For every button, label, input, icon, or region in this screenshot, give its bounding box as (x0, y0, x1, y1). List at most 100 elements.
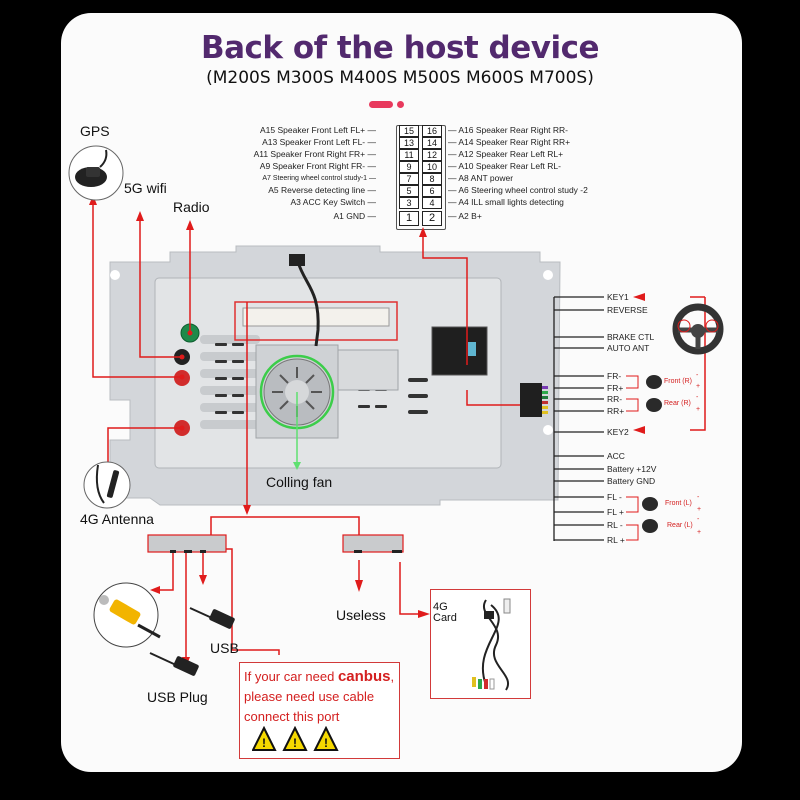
svg-text:!: ! (324, 736, 328, 750)
pin-number: 4 (422, 197, 442, 209)
heat-sink-left (200, 335, 260, 429)
gps-antenna-icon (68, 145, 124, 201)
polarity-minus: - (696, 372, 699, 379)
wire-battery-gnd: Battery GND (607, 476, 656, 486)
pin-label: A5 Reverse detecting line — (268, 185, 376, 195)
warning-icons: ! ! ! (252, 726, 339, 751)
canbus-prefix: If your car need (244, 669, 338, 684)
speaker-front-l-label: Front (L) (665, 500, 692, 507)
canbus-note-line3: connect this port (244, 709, 340, 724)
pin-number: 3 (399, 197, 419, 209)
pin-label: — A2 B+ (448, 211, 482, 221)
pin-label: — A12 Speaker Rear Left RL+ (448, 149, 564, 159)
iso-socket (431, 326, 488, 376)
antenna-cable (296, 261, 320, 347)
speaker-front-r-label: Front (R) (664, 378, 692, 385)
steering-wheel-icon (672, 303, 724, 355)
pin-number: 9 (399, 161, 419, 173)
mount-hole (543, 425, 553, 435)
radio-label: Radio (173, 199, 210, 215)
bottom-connector-right (342, 534, 404, 553)
svg-text:!: ! (262, 736, 266, 750)
decorative-dot (397, 101, 404, 108)
wire-rr-minus: RR- (607, 394, 623, 404)
pin-number: 2 (422, 211, 442, 226)
decorative-pill (369, 101, 393, 108)
warning-icon: ! (313, 726, 339, 751)
pin-number: 1 (399, 211, 419, 226)
wire-key1: KEY1 (607, 292, 629, 302)
rca-cable-icon (93, 582, 161, 648)
pin-label: A7 Steering wheel control study-1 — (262, 175, 376, 182)
usb-label: USB (210, 640, 239, 656)
polarity-plus: + (697, 529, 702, 536)
pin-label: A9 Speaker Front Right FR- — (259, 161, 376, 171)
4g-card-label-line2: Card (433, 612, 457, 624)
heat-sink-right (337, 349, 399, 391)
wire-fr-minus: FR- (607, 371, 622, 381)
pin-label: A13 Speaker Front Left FL- — (262, 137, 376, 147)
pin-label: — A10 Speaker Rear Left RL- (448, 161, 561, 171)
4g-cable-bundle-icon (472, 598, 511, 691)
mount-hole (110, 270, 120, 280)
canbus-note-text: If your car need canbus, please need use… (244, 667, 394, 727)
wire-rr-plus: RR+ (607, 406, 625, 416)
pin-number: 6 (422, 185, 442, 197)
polarity-minus: - (697, 494, 700, 501)
4g-card-box: 4G Card (430, 589, 531, 699)
polarity-plus: + (697, 506, 702, 513)
4g-card-label-line1: 4G (433, 601, 448, 613)
pin-number: 5 (399, 185, 419, 197)
canbus-keyword: canbus (337, 668, 391, 685)
speaker-icons (642, 375, 662, 533)
wire-battery-12v: Battery +12V (607, 464, 657, 474)
wire-key2: KEY2 (607, 427, 629, 437)
harness-plug (520, 383, 542, 417)
canbus-note-line2: please need use cable (244, 689, 375, 704)
usb-plug-icon (149, 652, 199, 676)
polarity-plus: + (696, 383, 701, 390)
connector-latches (170, 550, 402, 553)
pin-number: 7 (399, 173, 419, 185)
page-title: Back of the host device (201, 30, 600, 66)
cooling-fan-label: Colling fan (266, 474, 333, 490)
wire-fr-plus: FR+ (607, 383, 624, 393)
pin-label: — A16 Speaker Rear Right RR- (448, 125, 568, 135)
pin-number: 14 (422, 137, 442, 149)
pin-label: A11 Speaker Front Right FR+ — (253, 149, 376, 159)
leader-lines (92, 200, 706, 662)
arrowheads (89, 195, 645, 667)
wire-acc: ACC (607, 451, 625, 461)
warning-icon: ! (252, 726, 277, 751)
pin-label: — A4 ILL small lights detecting (448, 197, 564, 207)
wire-auto-ant: AUTO ANT (607, 343, 650, 353)
wire-rl-plus: RL + (607, 535, 625, 545)
connector-outline (396, 125, 446, 230)
speaker-rear-r-label: Rear (R) (664, 400, 691, 407)
pin-number: 15 (399, 125, 419, 137)
model-list: (M200S M300S M400S M500S M600S M700S) (206, 68, 594, 88)
fan-pointer-arrow (293, 462, 301, 470)
pin-label: A3 ACC Key Switch — (290, 197, 376, 207)
pin-number: 13 (399, 137, 419, 149)
wifi-label: 5G wifi (124, 180, 167, 196)
antenna-4g-label: 4G Antenna (80, 511, 154, 527)
polarity-minus: - (696, 394, 699, 401)
pin-label: — A14 Speaker Rear Right RR+ (448, 137, 571, 147)
polarity-minus: - (697, 516, 700, 523)
pin-label: — A8 ANT power (448, 173, 514, 183)
svg-text:!: ! (293, 736, 297, 750)
4g-antenna-icon (83, 461, 131, 509)
pin-label: A15 Speaker Front Left FL+ — (260, 125, 376, 135)
mount-hole (543, 270, 553, 280)
warning-icon: ! (282, 726, 308, 751)
wire-brake-ctl: BRAKE CTL (607, 332, 655, 342)
pin-number: 16 (422, 125, 442, 137)
fuse (468, 342, 476, 356)
pin-label: — A6 Steering wheel control study -2 (448, 185, 588, 195)
bottom-connector-left (147, 534, 227, 553)
canbus-suffix: , (390, 669, 395, 684)
gps-label: GPS (80, 123, 110, 139)
